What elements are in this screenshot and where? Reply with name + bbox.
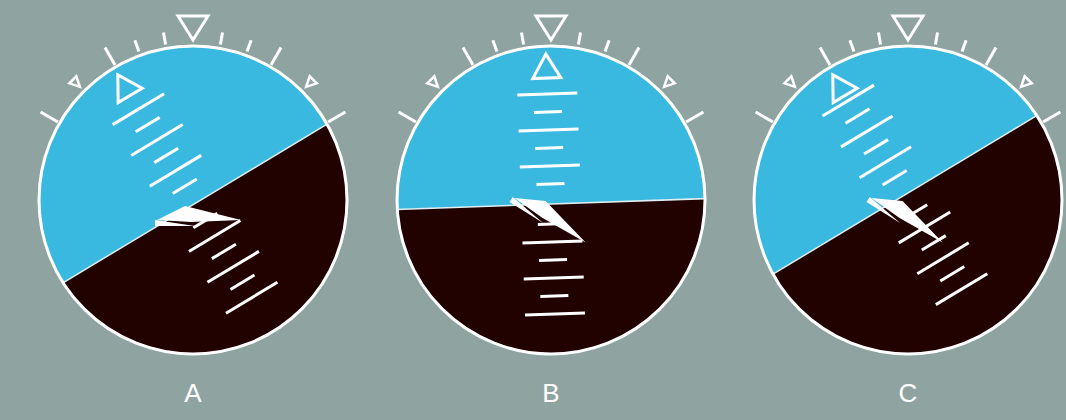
bank-tick bbox=[686, 112, 703, 122]
pitch-ladder-line bbox=[524, 277, 584, 279]
bank-tick bbox=[1043, 112, 1060, 122]
pitch-ladder-line bbox=[154, 148, 178, 162]
pitch-ladder-line bbox=[519, 129, 579, 131]
bank-tick bbox=[493, 40, 497, 51]
pitch-ladder-line bbox=[846, 109, 870, 123]
bank-tick bbox=[220, 33, 222, 45]
bank-tick bbox=[399, 112, 416, 122]
bank-tick bbox=[605, 40, 609, 51]
bank-index-small bbox=[303, 76, 317, 90]
panel-letter: C bbox=[899, 378, 918, 408]
bank-index-small bbox=[784, 76, 798, 90]
pitch-ladder-line bbox=[536, 182, 564, 186]
aircraft-symbol bbox=[510, 185, 594, 248]
sky-pointer bbox=[532, 54, 561, 79]
pitch-ladder-line bbox=[823, 85, 874, 116]
pitch-ladder-line bbox=[525, 313, 585, 315]
pitch-ladder-line bbox=[520, 165, 580, 167]
bank-tick bbox=[878, 33, 880, 45]
pitch-ladder-line bbox=[540, 294, 568, 298]
pitch-ladder-line bbox=[136, 117, 160, 131]
attitude-indicator bbox=[359, 0, 1066, 420]
pitch-ladder-line bbox=[940, 267, 964, 281]
horizon-line bbox=[562, 0, 1066, 401]
aircraft-symbol bbox=[155, 206, 241, 226]
bank-index-top bbox=[893, 16, 923, 40]
pitch-ladder-line bbox=[922, 236, 946, 250]
bank-index-small bbox=[427, 76, 441, 90]
bank-tick bbox=[135, 40, 139, 51]
bank-index-small bbox=[69, 76, 83, 90]
bank-tick bbox=[105, 48, 115, 65]
sky-pointer bbox=[106, 68, 142, 103]
pitch-ladder-line bbox=[535, 146, 563, 150]
panel-letter: B bbox=[542, 378, 559, 408]
bank-index-top bbox=[536, 16, 566, 40]
bank-tick bbox=[247, 40, 251, 51]
ground bbox=[562, 0, 1066, 420]
pitch-ladder-line bbox=[113, 94, 164, 125]
panel-letter: A bbox=[184, 378, 201, 408]
bank-index-top bbox=[178, 16, 208, 40]
bank-tick bbox=[629, 48, 639, 65]
bank-tick bbox=[756, 112, 773, 122]
sky-pointer bbox=[821, 68, 857, 103]
pitch-ladder-line bbox=[173, 179, 197, 193]
pitch-ladder-line bbox=[539, 258, 567, 262]
dial-border bbox=[397, 46, 705, 354]
bank-tick bbox=[328, 112, 345, 122]
pitch-ladder-line bbox=[534, 110, 562, 114]
pitch-ladder-line bbox=[226, 282, 277, 313]
pitch-ladder-line bbox=[883, 171, 907, 185]
pitch-ladder-line bbox=[522, 241, 582, 243]
bank-index-small bbox=[661, 76, 675, 90]
pitch-ladder-line bbox=[517, 93, 577, 95]
pitch-ladder-line bbox=[230, 275, 254, 289]
dial-border bbox=[39, 46, 347, 354]
aircraft-symbol bbox=[867, 185, 951, 248]
bank-tick bbox=[850, 40, 854, 51]
bank-tick bbox=[962, 40, 966, 51]
pitch-ladder-line bbox=[864, 140, 888, 154]
bank-tick bbox=[271, 48, 281, 65]
bank-tick bbox=[935, 33, 937, 45]
bank-tick bbox=[163, 33, 165, 45]
bank-tick bbox=[820, 48, 830, 65]
bank-tick bbox=[463, 48, 473, 65]
bank-index-small bbox=[1018, 76, 1032, 90]
pitch-ladder-line bbox=[212, 244, 236, 258]
bank-tick bbox=[41, 112, 58, 122]
bank-tick bbox=[521, 33, 523, 45]
dial-border bbox=[754, 46, 1062, 354]
pitch-ladder-line bbox=[936, 274, 987, 305]
bank-tick bbox=[578, 33, 580, 45]
bank-tick bbox=[986, 48, 996, 65]
